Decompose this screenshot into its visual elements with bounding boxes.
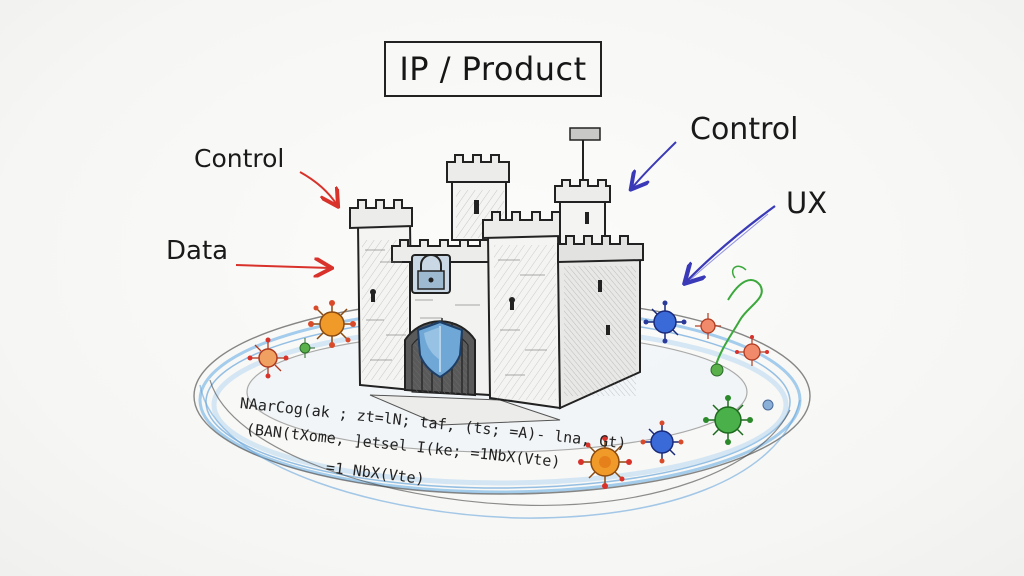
flag-icon: [569, 127, 601, 180]
padlock-icon: [411, 254, 451, 294]
label-control-left: Control: [194, 144, 285, 173]
label-control-right: Control: [690, 112, 799, 147]
castle-icon: [349, 127, 644, 410]
title-box: IP / Product: [384, 41, 602, 97]
label-ux: UX: [786, 186, 828, 220]
label-data: Data: [166, 236, 229, 266]
virus-icon: [247, 265, 774, 489]
shield-icon: [416, 320, 464, 379]
page-title: IP / Product: [399, 50, 587, 88]
arrows: [235, 141, 776, 282]
